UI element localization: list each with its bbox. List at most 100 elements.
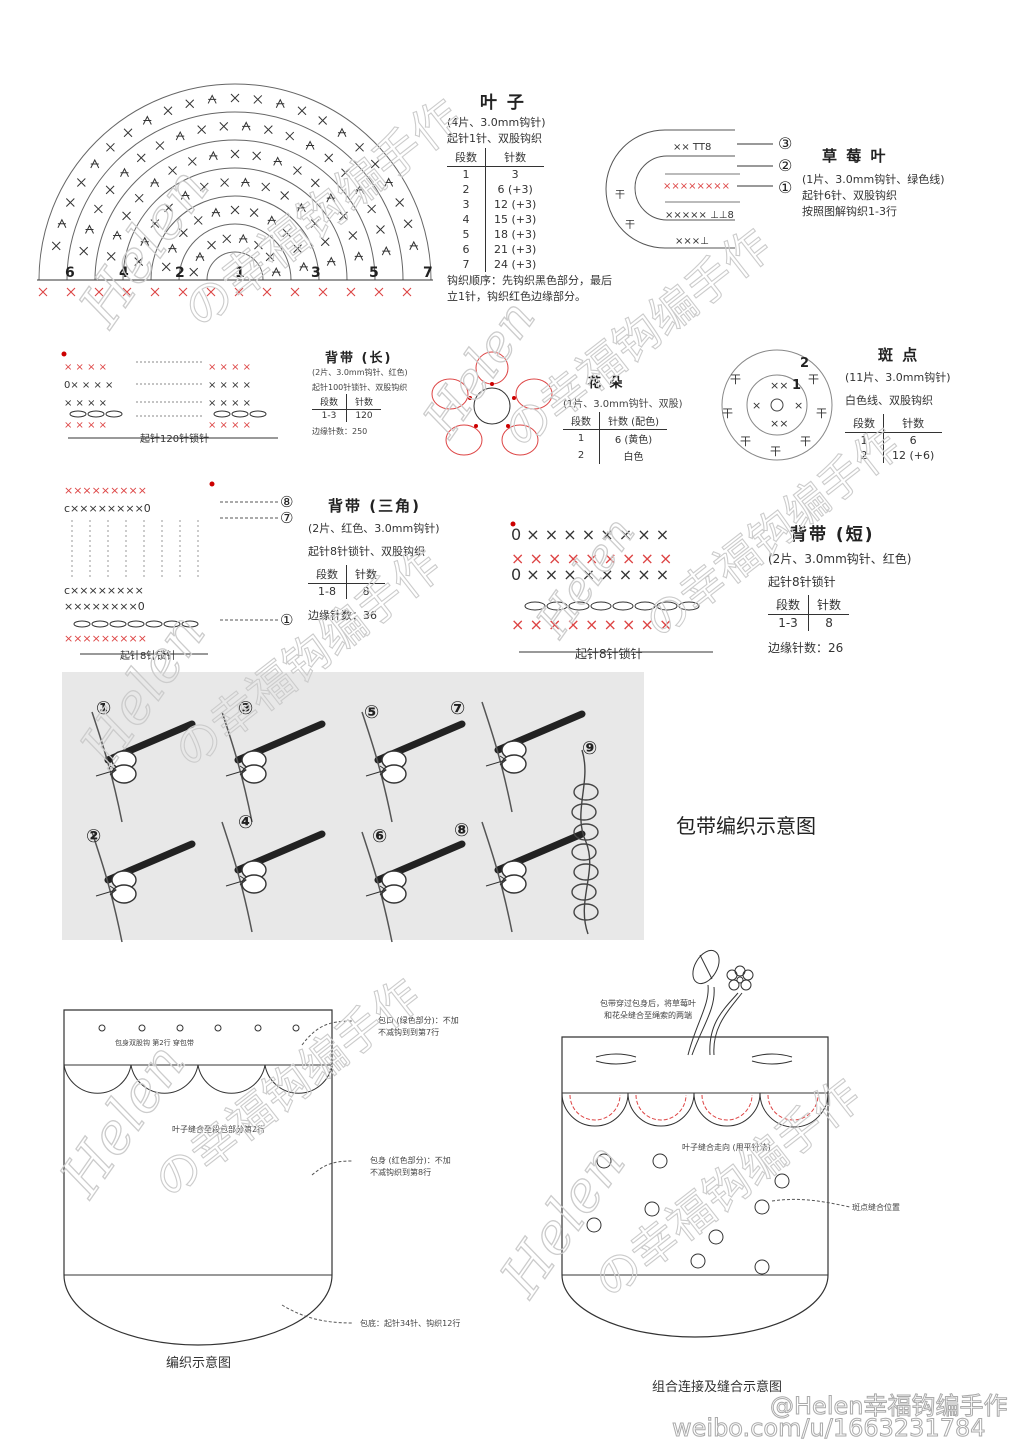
flower-chart [431, 351, 553, 456]
leaf-cell: 4 [447, 212, 486, 227]
strawberry-leaf-spec: (1片、3.0mm钩针、绿色线) [802, 173, 945, 186]
leaf-stitch [293, 244, 302, 253]
drawstring-cord [713, 992, 743, 1056]
start-dot [510, 521, 516, 527]
strap-long-chart: × × × × × × × × 0× × × × × × × × × × × ×… [61, 351, 278, 439]
leaf-cell: 1 [447, 166, 486, 182]
leaf-rounds [38, 83, 432, 281]
spots-title: 斑 点 [878, 346, 920, 364]
leaf-edge-stitch [150, 287, 160, 297]
leaf-stitch [297, 106, 307, 116]
bag-outline [63, 1009, 333, 1346]
leaf-cell: 6 (+3) [497, 183, 533, 196]
leaf-stitch [150, 177, 160, 188]
strap-short-row: × × × × × × × × × [511, 549, 672, 568]
leaf-cell: 15 (+3) [494, 213, 537, 226]
leaf-stitch [370, 159, 380, 169]
assembly-leaf-note: 叶子缝合走向 (用平针法) [682, 1143, 771, 1152]
leaf-cell: 24 (+3) [494, 258, 537, 271]
knit-top-label: 包身双股钩 第2行 穿包带 [115, 1039, 194, 1047]
strap-tri-spec: (2片、红色、3.0mm钩针) [308, 522, 440, 535]
leaf-edge-stitch [318, 287, 328, 297]
leaf-stitch [106, 142, 115, 152]
cord-title: 包带编织示意图 [676, 814, 816, 838]
spot-label-2: 2 [800, 356, 810, 371]
leaf-stitch [105, 185, 115, 195]
arrow-icon [225, 875, 247, 887]
leaf-stitch [299, 261, 309, 272]
leaf-stitch [261, 182, 271, 192]
leaf-stitch [305, 140, 315, 150]
leaf-stitch [155, 141, 165, 150]
strawberry-leaf-stitches: ×××××××× [663, 181, 730, 192]
strap-tri-chain [73, 620, 199, 628]
table-header: 针数 [346, 394, 382, 410]
svg-text:××: ×× [770, 379, 788, 392]
cord-step-6: ⑥ [372, 826, 388, 847]
strap-long-spec: (2片、3.0mm钩针、红色) [312, 368, 408, 377]
leaf-label-7: 7 [423, 265, 433, 281]
drawstring-slots [595, 1053, 793, 1065]
leaf-stitch [296, 202, 306, 213]
leaf-stitch [167, 243, 177, 253]
table-cell: 6 [909, 434, 917, 447]
strap-long-row: × × × × [64, 362, 107, 373]
leaf-th-rounds: 段数 [447, 148, 486, 167]
leaf-stitch [230, 205, 240, 215]
leaf-stitch [355, 142, 364, 152]
leaf-stitch [180, 190, 190, 200]
svg-text:干: 干 [808, 373, 819, 386]
leaf-stitch [339, 211, 348, 221]
leaf-stitch [51, 241, 61, 251]
leaf-stitch [241, 121, 251, 131]
leaf-round-arc [38, 83, 432, 281]
yarn-strand [481, 701, 513, 813]
leaf-stitch [168, 166, 177, 175]
leaf-cell: 18 (+3) [494, 228, 537, 241]
leaf-stitch [230, 93, 240, 103]
table-cell: 8 [362, 585, 370, 598]
table-header: 段数 [312, 394, 348, 410]
leaf-stitch [94, 204, 103, 214]
leaf-stitch [187, 157, 197, 166]
leaf-stitch [207, 94, 217, 104]
leaf-label-1: 1 [235, 265, 245, 281]
cord-illustration-panel [62, 672, 644, 940]
strap-tri-row: ××××××××× [64, 484, 147, 497]
table-header: 针数 [883, 414, 943, 433]
leaf-stitch [381, 246, 391, 256]
leaf-stitch [384, 177, 394, 187]
leaf-edge-stitch [94, 287, 104, 297]
strawberry-leaf-row-1: ① [778, 178, 793, 197]
yarn-loop [241, 764, 267, 784]
flower-spec: (1片、3.0mm钩针、双股) [563, 399, 683, 410]
strawberry-leaf-outline [605, 129, 735, 249]
arrow-icon [95, 765, 117, 777]
leaf-stitch [193, 216, 203, 225]
strap-short-edge: 边缘针数：26 [768, 641, 844, 655]
assembly-top-note-2: 和花朵缝合至绳索的两端 [604, 1011, 692, 1020]
yarn-loop [241, 874, 267, 894]
leaf-stitch [163, 106, 173, 116]
yarn-strand [221, 711, 253, 823]
leaf-stitch [189, 267, 199, 277]
table-cell: 2 [845, 448, 884, 463]
leaf-label-2: 2 [175, 265, 185, 281]
strawberry-leaf-icon [692, 949, 720, 985]
leaf-stitch [230, 149, 240, 159]
leaf-stitch [112, 230, 122, 240]
arrow-icon [225, 765, 247, 777]
strap-tri-leaders [220, 501, 280, 621]
watermark-url: weibo.com/u/1663231784 [672, 1414, 987, 1443]
leaf-edge-stitch [178, 287, 188, 297]
spot-chart: ×××××× 干干干干 干干干 [721, 349, 833, 461]
leaf-stitch [310, 219, 320, 228]
leaf-edge-stitch [122, 287, 132, 297]
svg-text:干: 干 [722, 407, 733, 420]
strap-long-row: × × × × [64, 420, 107, 431]
leaf-stitch [179, 228, 188, 238]
leaf-stitches [51, 93, 419, 277]
drawstring-cord [709, 992, 739, 1056]
strap-long-start: 起针100针锁针、双股钩织 [312, 383, 408, 392]
leaf-stitch [337, 127, 347, 137]
